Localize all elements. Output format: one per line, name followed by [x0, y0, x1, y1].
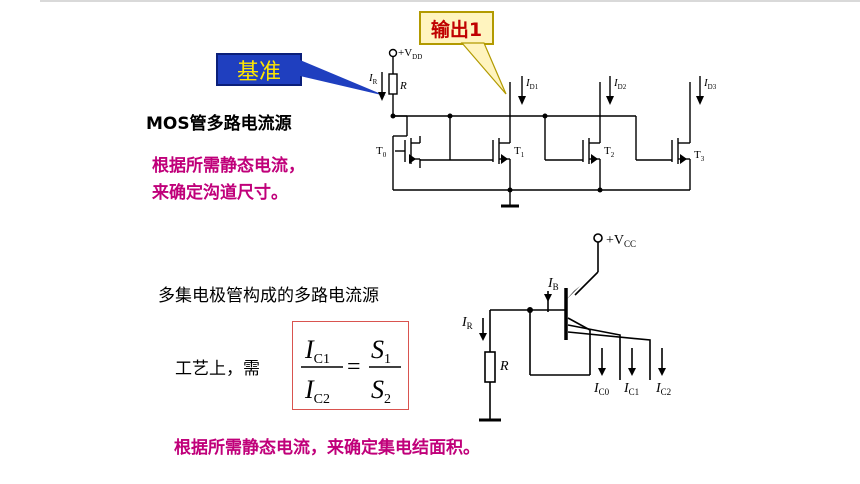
- svg-text:IC1: IC1: [623, 381, 639, 397]
- bjt-arrows: [479, 286, 666, 376]
- bjt-title: 多集电极管构成的多路电流源: [158, 286, 379, 306]
- bjt-resistor: [484, 351, 496, 383]
- svg-text:T1: T1: [514, 145, 525, 159]
- formula-num-right: S1: [371, 335, 391, 367]
- svg-text:IC2: IC2: [655, 381, 671, 397]
- svg-text:R: R: [399, 80, 407, 92]
- svg-text:T0: T0: [376, 145, 387, 159]
- svg-text:+VCC: +VCC: [606, 233, 636, 249]
- formula-den-left: IC2: [304, 375, 330, 407]
- svg-text:ID1: ID1: [525, 77, 539, 91]
- mos-note-line1: 根据所需静态电流，: [152, 156, 305, 176]
- svg-text:+VDD: +VDD: [398, 47, 422, 61]
- svg-text:IR: IR: [461, 315, 473, 331]
- svg-text:ID3: ID3: [703, 77, 717, 91]
- mos-title: MOS管多路电流源: [146, 114, 292, 134]
- mos-circuit: [381, 48, 701, 208]
- mos-resistor: [388, 73, 398, 95]
- svg-text:IC0: IC0: [593, 381, 610, 397]
- output-callout: 输出1: [419, 11, 494, 45]
- area-ratio-formula: IC1 IC2 = S1 S2: [301, 335, 401, 407]
- svg-text:ID2: ID2: [613, 77, 627, 91]
- reference-callout: 基准: [216, 53, 302, 86]
- svg-text:T3: T3: [694, 149, 705, 163]
- formula-den-right: S2: [371, 375, 391, 407]
- mos-note-line2: 来确定沟道尺寸。: [152, 183, 288, 203]
- formula-box: IC1 IC2 = S1 S2: [292, 321, 409, 410]
- output-pointer: [460, 42, 507, 95]
- bjt-note: 根据所需静态电流，来确定集电结面积。: [174, 438, 480, 458]
- svg-text:IR: IR: [368, 72, 378, 86]
- mos-labels: +VDD IR R ID1 ID2 ID3 T0 T1 T2 T3: [368, 47, 717, 163]
- svg-text:IB: IB: [547, 276, 559, 292]
- formula-equals: =: [347, 354, 361, 380]
- bjt-labels: +VCC IB IR R IC0 IC1 IC2: [461, 233, 671, 397]
- process-text: 工艺上，需: [175, 359, 260, 379]
- vcc-node: [593, 233, 603, 243]
- svg-text:T2: T2: [604, 145, 615, 159]
- mos-arrows: [378, 92, 704, 193]
- top-divider: [40, 0, 860, 2]
- svg-text:R: R: [499, 359, 509, 374]
- formula-num-left: IC1: [304, 335, 330, 367]
- reference-pointer: [300, 60, 386, 96]
- vdd-node: [388, 48, 398, 58]
